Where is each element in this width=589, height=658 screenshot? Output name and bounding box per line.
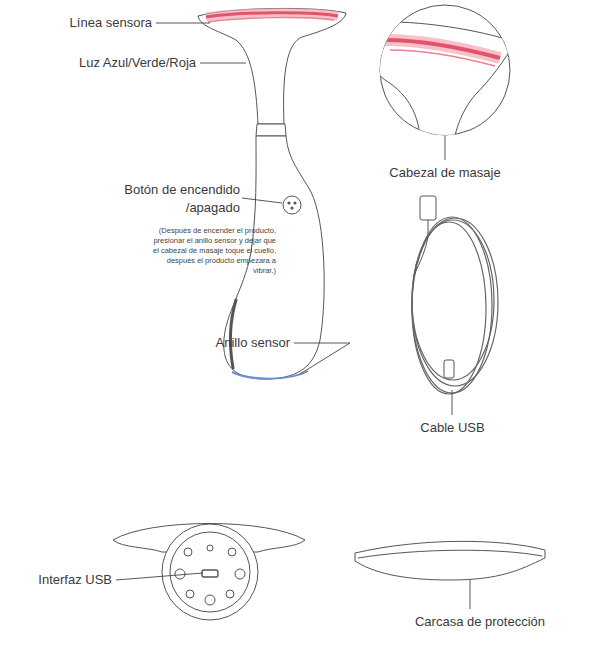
leader-lines bbox=[116, 23, 470, 609]
light-strip bbox=[206, 13, 338, 17]
sensor-slot bbox=[231, 300, 236, 368]
usb-plug bbox=[420, 196, 436, 220]
light-strip-glow bbox=[206, 13, 338, 17]
base-circle bbox=[162, 524, 258, 620]
zoom-head bbox=[369, 22, 515, 150]
cable-coil bbox=[412, 217, 498, 394]
part-label: Interfaz USB bbox=[10, 571, 112, 589]
part-label: Cable USB bbox=[395, 419, 510, 437]
power-button bbox=[283, 196, 301, 214]
part-label: Carcasa de protección bbox=[395, 613, 565, 631]
protection-cover bbox=[355, 541, 545, 580]
usb-port bbox=[202, 570, 218, 577]
part-label: Botón de encendido /apagado bbox=[108, 181, 240, 217]
part-label: Cabezal de masaje bbox=[375, 164, 515, 182]
part-label: Anillo sensor bbox=[150, 334, 290, 352]
sensor-ring bbox=[232, 371, 308, 379]
part-label: Línea sensora bbox=[40, 14, 152, 32]
usage-note: (Después de encender el producto, presio… bbox=[146, 226, 276, 276]
device-head bbox=[198, 8, 346, 124]
part-label: Luz Azul/Verde/Roja bbox=[18, 54, 196, 72]
sensor-line bbox=[208, 18, 334, 22]
neck-band bbox=[256, 124, 286, 136]
